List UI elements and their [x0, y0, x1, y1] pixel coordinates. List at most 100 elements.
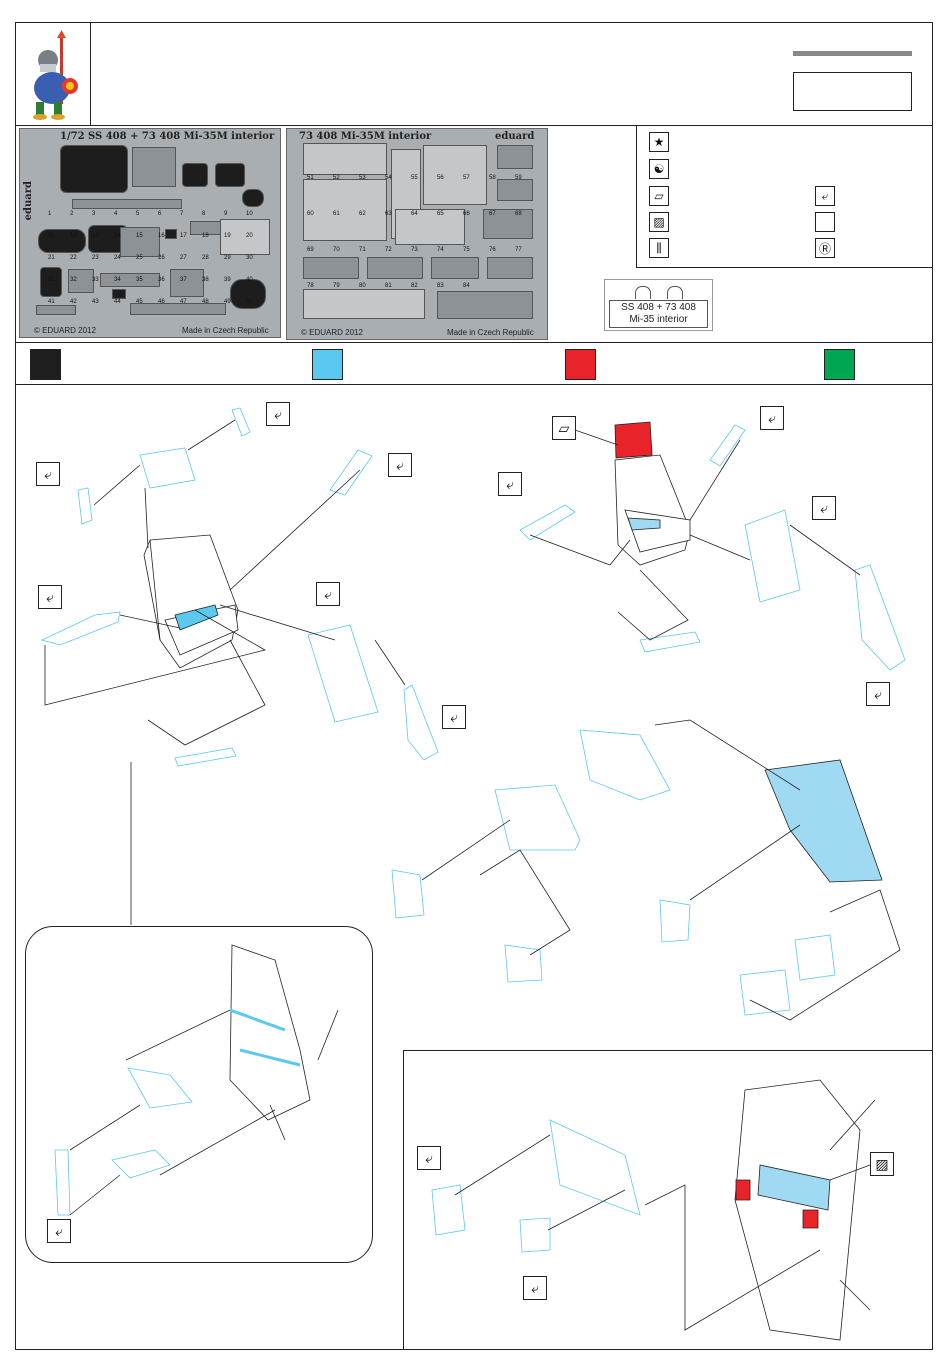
color-swatch-red: [565, 349, 596, 380]
logo-divider: [90, 22, 91, 125]
part-number-55: 55: [411, 175, 418, 181]
package-label: SS 408 + 73 408 Mi-35 interior: [604, 279, 713, 331]
part-number-82: 82: [411, 283, 418, 289]
fret-2-panel-70: [303, 257, 359, 279]
part-number-81: 81: [385, 283, 392, 289]
pe-part-marker: ▱: [552, 416, 576, 440]
fret-2-panel-64: [395, 209, 465, 245]
part-number-46: 46: [158, 299, 165, 305]
part-number-56: 56: [437, 175, 444, 181]
part-number-24: 24: [114, 255, 121, 261]
part-number-61: 61: [333, 211, 340, 217]
part-number-42: 42: [70, 299, 77, 305]
part-number-17: 17: [180, 233, 187, 239]
bend-marker-8: ⤶: [498, 472, 522, 496]
bend-icon: ⤶: [815, 186, 835, 206]
part-number-43: 43: [92, 299, 99, 305]
bend-marker-10: ⤶: [866, 682, 890, 706]
bend-marker-6: ⤶: [442, 705, 466, 729]
fret-2-panel-56-57: [497, 145, 533, 169]
part-number-62: 62: [359, 211, 366, 217]
fret-2-panel-59-63: [303, 179, 387, 241]
pe-fret-1: 1/72 SS 408 + 73 408 Mi-35M interior edu…: [19, 128, 281, 338]
part-number-70: 70: [333, 247, 340, 253]
part-number-8: 8: [202, 211, 206, 217]
part-number-30: 30: [246, 255, 253, 261]
fret-1-copyright: © EDUARD 2012: [34, 326, 96, 335]
hatched-part-icon: ▨: [649, 212, 669, 232]
part-number-38: 38: [202, 277, 209, 283]
pe-fret-2: 73 408 Mi-35M interior eduard © EDUARD 2…: [286, 128, 548, 340]
fret-1-strip: [72, 199, 182, 209]
part-number-63: 63: [385, 211, 392, 217]
part-number-22: 22: [70, 255, 77, 261]
bulkhead-detail-inset: [403, 1050, 933, 1350]
part-number-14: 14: [114, 233, 121, 239]
fret-1-title: 1/72 SS 408 + 73 408 Mi-35M interior: [60, 131, 275, 142]
colors-divider: [15, 384, 933, 385]
fret-1-panel-32: [36, 305, 76, 315]
fret-1-panel-7: [215, 163, 245, 187]
bend-marker-3: ⤶: [388, 453, 412, 477]
part-number-26: 26: [158, 255, 165, 261]
part-number-4: 4: [114, 211, 118, 217]
fret-2-panel-53-54: [423, 145, 487, 205]
part-number-60: 60: [307, 211, 314, 217]
fret-2-brand: eduard: [495, 131, 535, 142]
color-swatch-green: [824, 349, 855, 380]
bend-marker-4: ⤶: [38, 585, 62, 609]
bend-marker-5: ⤶: [316, 582, 340, 606]
fret-1-panel-26-30: [220, 219, 270, 255]
part-number-57: 57: [463, 175, 470, 181]
part-number-28: 28: [202, 255, 209, 261]
fret-1-panel-42: [130, 303, 226, 315]
fret-1-panel-18: [165, 229, 177, 239]
fret-1-panel-8: [242, 189, 264, 207]
part-number-36: 36: [158, 277, 165, 283]
part-number-53: 53: [359, 175, 366, 181]
part-number-67: 67: [489, 211, 496, 217]
bend-marker-1: ⤶: [266, 402, 290, 426]
bend-marker-9: ⤶: [812, 496, 836, 520]
part-number-16: 16: [158, 233, 165, 239]
fret-2-panel-74-80: [303, 289, 425, 319]
fret-1-panel-21: [38, 229, 86, 253]
fret-2-panel-81-84: [437, 291, 533, 319]
part-number-54: 54: [385, 175, 392, 181]
part-number-83: 83: [437, 283, 444, 289]
part-number-73: 73: [411, 247, 418, 253]
part-number-33: 33: [92, 277, 99, 283]
part-number-12: 12: [70, 233, 77, 239]
part-number-74: 74: [437, 247, 444, 253]
part-number-27: 27: [180, 255, 187, 261]
bend-marker-2: ⤶: [36, 462, 60, 486]
pe-part-icon: ▱: [649, 186, 669, 206]
part-number-35: 35: [136, 277, 143, 283]
part-number-37: 37: [180, 277, 187, 283]
fret-1-panel-36: [112, 289, 126, 299]
color-swatch-black: [30, 349, 61, 380]
part-number-49: 49: [224, 299, 231, 305]
part-number-75: 75: [463, 247, 470, 253]
part-number-32: 32: [70, 277, 77, 283]
fret-1-made-in: Made in Czech Republic: [182, 326, 269, 335]
fret-1-panel-39: [170, 269, 204, 297]
part-number-58: 58: [489, 175, 496, 181]
kit-number-box: [793, 72, 912, 111]
part-number-76: 76: [489, 247, 496, 253]
fret-2-made-in: Made in Czech Republic: [447, 328, 534, 337]
package-box: [609, 300, 708, 328]
package-shape-right: [667, 286, 683, 299]
part-number-66: 66: [463, 211, 470, 217]
frets-divider: [15, 342, 933, 343]
fret-2-panel-58: [497, 179, 533, 201]
part-number-65: 65: [437, 211, 444, 217]
yin-yang-icon: ☯: [649, 159, 669, 179]
fret-1-panel-49: [230, 279, 266, 309]
part-number-48: 48: [202, 299, 209, 305]
symbol-legend: [636, 125, 933, 268]
fret-2-panel-72: [431, 257, 479, 279]
part-number-51: 51: [307, 175, 314, 181]
part-number-21: 21: [48, 255, 55, 261]
